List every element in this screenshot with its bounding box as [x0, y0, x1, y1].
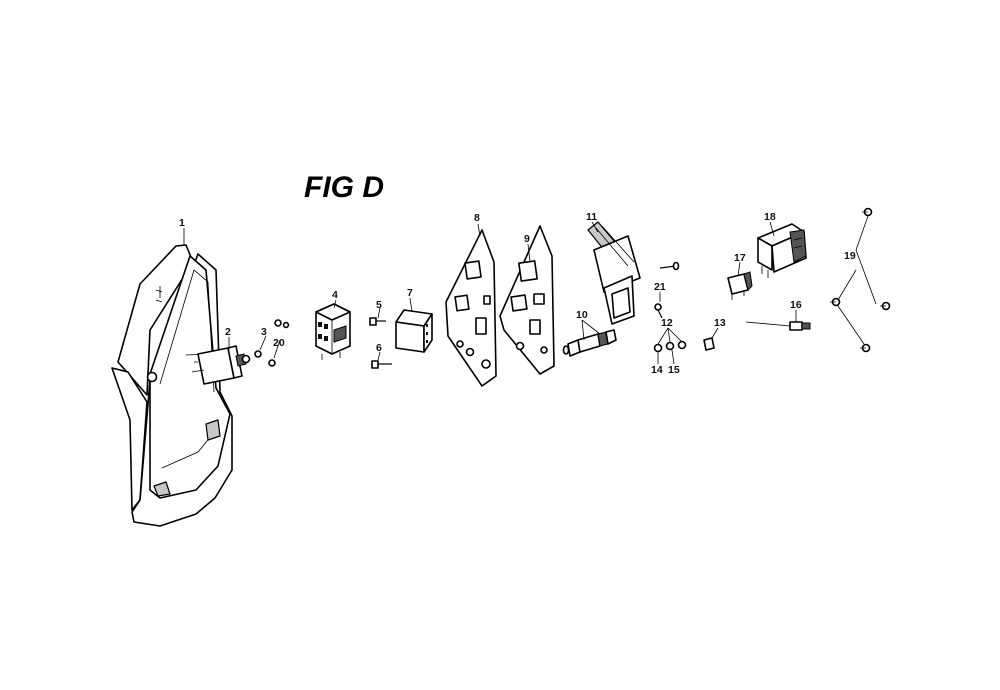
callout-11: 11: [586, 211, 597, 223]
callout-19: 19: [844, 250, 856, 262]
callout-labels: 1 2 3 20 4 5 6 7 8 9 10 11 21 12 14 15 1…: [179, 211, 856, 376]
part-bellows-seal: [587, 221, 641, 325]
part-screws: [369, 317, 392, 369]
part-small-nuts: [254, 319, 290, 367]
callout-17: 17: [734, 252, 746, 264]
callout-18: 18: [764, 211, 776, 223]
part-relay-box: [395, 309, 433, 353]
leader-lines: [183, 215, 877, 365]
part-gasket-plate-front: [445, 229, 497, 387]
callout-16: 16: [790, 299, 802, 311]
part-fitting: [562, 329, 617, 357]
part-switch: [191, 345, 251, 385]
callout-10: 10: [576, 309, 588, 321]
part-pins: [654, 261, 680, 319]
callout-13: 13: [714, 317, 726, 329]
callout-15: 15: [668, 364, 680, 376]
callout-3: 3: [261, 326, 267, 338]
part-connector-block: [315, 303, 351, 360]
part-back-plate: [499, 225, 555, 375]
part-display-module: [757, 223, 807, 278]
callout-1: 1: [179, 217, 185, 229]
part-front-panel: [111, 244, 233, 527]
callout-9: 9: [524, 233, 530, 245]
part-probe: [745, 321, 811, 331]
callout-2: 2: [225, 326, 231, 338]
callout-6: 6: [376, 342, 382, 354]
part-clip: [703, 337, 715, 351]
figure-title: FIG D: [304, 171, 384, 204]
callout-12: 12: [661, 317, 673, 329]
part-rocker-switch: [727, 271, 753, 300]
callout-20: 20: [273, 337, 285, 349]
callout-8: 8: [474, 212, 480, 224]
part-fastener-set: [830, 207, 891, 353]
callout-7: 7: [407, 287, 413, 299]
callout-4: 4: [332, 289, 338, 301]
callout-14: 14: [651, 364, 663, 376]
callout-5: 5: [376, 299, 382, 311]
callout-21: 21: [654, 281, 666, 293]
part-washers: [653, 340, 687, 353]
